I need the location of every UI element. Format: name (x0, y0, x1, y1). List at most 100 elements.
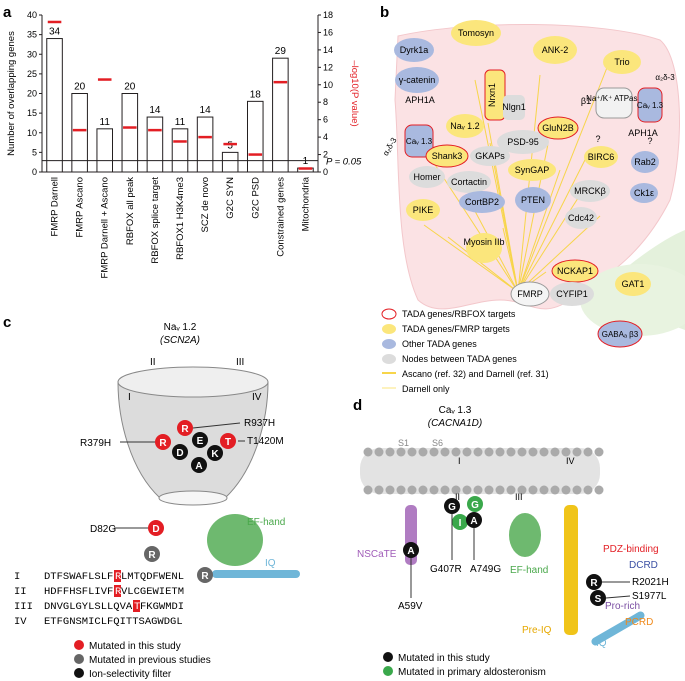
lipid-head (429, 447, 439, 457)
node-label: Rab2 (634, 157, 656, 167)
channel-top (117, 366, 269, 398)
node-cortactin (447, 171, 491, 193)
node-label: GABAₐ β3 (602, 330, 639, 339)
pcrd-label: PCRD (625, 617, 653, 628)
residue-label: R (181, 424, 189, 435)
residue-label: K (211, 449, 219, 460)
node-label: BIRC6 (588, 152, 615, 162)
domain-label: IV (252, 392, 262, 403)
category-label: Mitochondria (300, 176, 311, 231)
node-label: PSD-95 (507, 137, 539, 147)
network-nodes: Dyrk1a Tomosyn ANK-2 Trio γ-catenin APH1… (381, 20, 675, 348)
network-legend: TADA genes/RBFOX targets TADA genes/FMRP… (381, 308, 549, 394)
y-axis-label: Number of overlapping genes (6, 31, 17, 156)
nav-legend: Mutated in this study Mutated in previou… (74, 640, 211, 680)
category-label: FMRP Darnell + Ascano (100, 177, 111, 278)
membrane (360, 448, 600, 494)
node-label: Trio (614, 57, 629, 67)
lipid-head (374, 485, 384, 495)
lipid-head (561, 447, 571, 457)
legend-label: Mutated in primary aldosteronism (398, 667, 546, 678)
lipid-head (396, 447, 406, 457)
legend-swatch-between (382, 354, 396, 364)
node-label: Myosin IIb (463, 237, 504, 247)
mutation-label: D82G (90, 524, 116, 535)
bar-value-label: 18 (250, 89, 262, 100)
node-label: APH1A (405, 95, 435, 105)
lipid-head (572, 447, 582, 457)
y-tick-label-right: 14 (323, 45, 333, 55)
category-label: RBFOX all peak (125, 177, 136, 245)
mutation-label: R2021H (632, 577, 669, 588)
lipid-head (561, 485, 571, 495)
alignment-tail: LMTQDFWENL (121, 571, 184, 583)
category-label: RBFOX1 H3K4me3 (175, 177, 186, 260)
bar (272, 57, 289, 173)
node-label: NCKAP1 (557, 266, 593, 276)
network-diagram: Dyrk1a Tomosyn ANK-2 Trio γ-catenin APH1… (381, 20, 685, 394)
bar (121, 93, 139, 173)
node-label: Na⁺/K⁺ ATPase (586, 94, 642, 103)
lipid-head (517, 485, 527, 495)
panel-letter-c: c (3, 314, 11, 331)
lipid-head (418, 447, 428, 457)
iq-label: IQ (596, 638, 607, 649)
alignment-num: I (14, 571, 20, 583)
legend-label: TADA genes/FMRP targets (402, 324, 510, 334)
category-label: RBFOX splice target (150, 177, 161, 264)
y-tick-label-right: 18 (323, 10, 333, 20)
mutation-label: R937H (244, 418, 275, 429)
residue-label: E (197, 436, 204, 447)
residue-label: T (225, 437, 231, 448)
y-tick-label-right: 6 (323, 115, 328, 125)
node-cav13-right (637, 87, 663, 123)
residue-label: A (195, 461, 202, 472)
node-label: Caᵥ 1.3 (406, 137, 433, 146)
node-label: CortBP2 (465, 197, 499, 207)
node-label: ANK-2 (542, 45, 569, 55)
legend-label: Mutated in previous studies (89, 655, 211, 666)
node-nlgn1 (503, 95, 525, 120)
alignment-highlight: R (115, 586, 122, 598)
bar-value-label: 29 (275, 46, 287, 57)
iq-label: IQ (265, 558, 276, 569)
node-pten (515, 187, 551, 213)
bar (221, 151, 239, 173)
residue-label: S (595, 594, 602, 605)
bar (96, 128, 114, 173)
lipid-head (407, 447, 417, 457)
node-shank3 (425, 144, 469, 168)
node-cdc42 (565, 207, 597, 229)
lipid-head (451, 485, 461, 495)
node-birc6 (584, 146, 618, 168)
node-psd95 (497, 130, 549, 154)
panel-letter-b: b (380, 4, 389, 21)
node-label: PTEN (521, 195, 545, 205)
node-dyrk1a (394, 38, 434, 62)
lipid-head (484, 447, 494, 457)
legend-label: Mutated in this study (398, 653, 490, 664)
alignment-seq: ETFGNSMICLFQITTSAGWDGL (44, 616, 183, 628)
residue-label: G (471, 500, 479, 511)
node-homer (409, 166, 445, 188)
bar (196, 116, 214, 173)
y-tick-label-left: 25 (27, 69, 37, 79)
lipid-head (451, 447, 461, 457)
node-label: Cdc42 (568, 213, 594, 223)
category-label: G2C SYN (225, 177, 236, 219)
node-label: ? (595, 134, 600, 144)
node-label: ? (647, 136, 652, 146)
category-label: FMRP Darnell (50, 177, 61, 236)
node-nckap1 (551, 259, 599, 283)
bar-value-label: 20 (124, 82, 136, 93)
node-cyfip1 (550, 282, 594, 306)
lipid-head (407, 485, 417, 495)
ef-hand-domain (207, 514, 263, 566)
y-tick-label-right: 8 (323, 97, 328, 107)
category-label: Constrained genes (275, 177, 286, 257)
node-trio (603, 50, 641, 74)
node-label: β1 (581, 96, 591, 106)
bar (171, 128, 189, 173)
node-label: GluN2B (542, 123, 574, 133)
